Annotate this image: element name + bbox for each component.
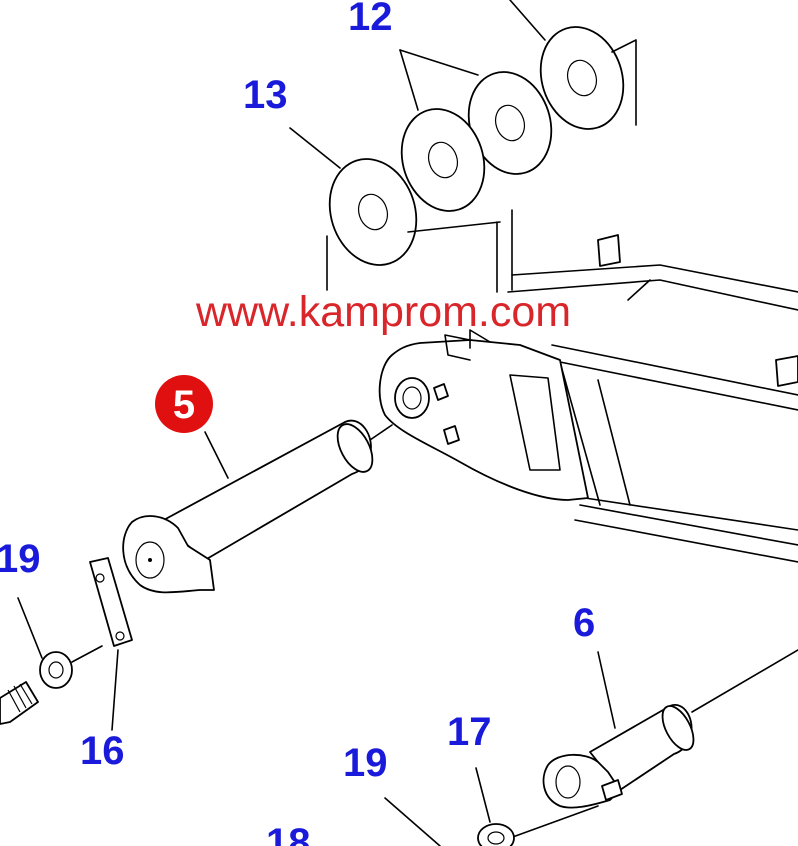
label-part-17: 17	[447, 710, 492, 754]
label-part-6: 6	[573, 601, 595, 645]
washer-1	[539, 26, 625, 130]
pin-6	[509, 649, 798, 839]
label-part-18: 18	[266, 821, 311, 846]
bolt-19-left	[0, 645, 103, 725]
leader-lines	[17, 0, 616, 846]
label-part-12: 12	[348, 0, 393, 39]
washer-3	[400, 108, 486, 212]
label-part-19-bottom: 19	[343, 741, 388, 785]
highlight-badge: 5	[155, 375, 213, 433]
label-part-5: 5	[173, 383, 195, 427]
washer-4	[328, 158, 418, 266]
label-part-13: 13	[243, 73, 288, 117]
label-part-19-left: 19	[0, 537, 41, 581]
washer-stack	[326, 26, 637, 293]
washer-17	[477, 823, 515, 846]
watermark-text: www.kamprom.com	[195, 288, 571, 336]
label-part-16: 16	[80, 729, 125, 773]
pin-5	[122, 419, 393, 594]
boom-arm	[378, 234, 798, 563]
highlight-badge-circle	[155, 375, 213, 433]
plate-16	[89, 557, 133, 647]
part-labels: 12 13 19 16 6 17 19 18	[0, 0, 595, 846]
washer-2	[467, 71, 553, 175]
